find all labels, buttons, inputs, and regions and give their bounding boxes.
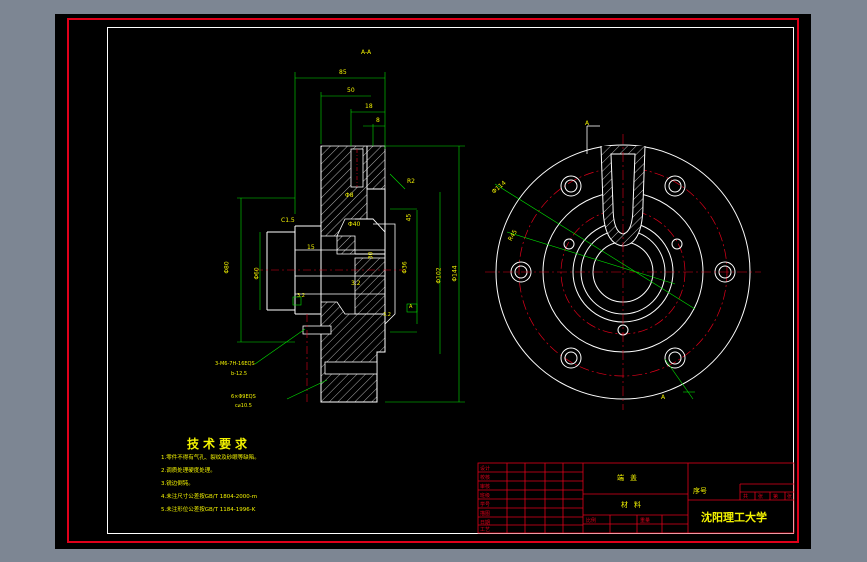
thread-note-4: c⌀10.5 bbox=[235, 403, 252, 409]
section-label: A-A bbox=[361, 49, 372, 56]
thread-note-1: 3-M6-7H-16EQS bbox=[215, 361, 255, 367]
tech-note-line: 1.零件不得有气孔、裂纹及砂眼等缺陷。 bbox=[161, 455, 260, 461]
seq-label: 序号 bbox=[693, 487, 707, 495]
tb-row-label: 工艺 bbox=[480, 527, 491, 533]
cad-drawing bbox=[237, 72, 795, 534]
tb-cell: 比例 bbox=[586, 518, 597, 524]
front-view bbox=[485, 125, 761, 410]
dim-phi36: Φ36 bbox=[401, 261, 409, 274]
tb-row-label: 学号 bbox=[480, 502, 491, 508]
tb-cell: 张 bbox=[758, 494, 764, 500]
tech-note-line: 5.未注形位公差按GB/T 1184-1996-K bbox=[161, 507, 256, 513]
title-block bbox=[477, 462, 795, 534]
dim-phi40: Φ40 bbox=[348, 221, 361, 228]
part-name: 端盖 bbox=[617, 474, 643, 482]
dim-c1: C1.5 bbox=[281, 217, 295, 224]
view-label-a2: A bbox=[661, 394, 666, 401]
tech-notes-title: 技术要求 bbox=[187, 437, 252, 451]
tb-cell: 第 bbox=[773, 494, 779, 500]
dim-phi60: Φ60 bbox=[253, 267, 261, 280]
tb-cell: 重量 bbox=[640, 518, 651, 524]
dim-85: 85 bbox=[339, 69, 347, 76]
dim-3-2: 3.2 bbox=[351, 280, 361, 287]
view-label-a: A bbox=[585, 120, 590, 127]
dim-30: 30 bbox=[367, 251, 375, 260]
university-name: 沈阳理工大学 bbox=[701, 511, 767, 524]
dim-r2: R2 bbox=[407, 178, 415, 185]
inner-border bbox=[107, 27, 794, 534]
tb-cell: 共 bbox=[743, 494, 749, 500]
tech-note-line: 2.调质处理硬度处理。 bbox=[161, 468, 216, 474]
datum-label: A bbox=[409, 304, 413, 310]
tb-cell: 张 bbox=[787, 494, 793, 500]
section-view bbox=[255, 145, 405, 404]
tech-notes: 技术要求 1.零件不得有气孔、裂纹及砂眼等缺陷。 2.调质处理硬度处理。 3.锐… bbox=[161, 435, 260, 517]
dim-phi8: Φ8 bbox=[345, 192, 354, 199]
dim-left-phi: Φ80 bbox=[223, 261, 231, 274]
tb-row-label: 设计 bbox=[480, 466, 491, 472]
tb-row-label: 审核 bbox=[480, 484, 491, 490]
tb-row-label: 班级 bbox=[480, 493, 491, 499]
tb-row-label: 日期 bbox=[480, 520, 491, 526]
dim-18: 18 bbox=[365, 103, 373, 110]
tech-note-line: 4.未注尺寸公差按GB/T 1804-2000-m bbox=[161, 494, 258, 500]
drawing-canvas[interactable]: A-A A A 85 50 18 8 R2 C1.5 Φ8 Φ40 45 15 … bbox=[55, 14, 811, 549]
dim-50: 50 bbox=[347, 87, 355, 94]
roughness-2: 3.2 bbox=[383, 312, 391, 318]
tech-note-line: 3.锐边倒钝。 bbox=[161, 481, 194, 487]
tb-row-label: 描图 bbox=[480, 511, 491, 517]
dim-45: 45 bbox=[405, 213, 413, 222]
tb-row-label: 校核 bbox=[480, 475, 491, 481]
dim-phi102: Φ102 bbox=[435, 267, 443, 284]
thread-note-3: 6×Φ9EQS bbox=[231, 394, 256, 400]
outer-border bbox=[67, 18, 799, 543]
dim-8: 8 bbox=[376, 117, 380, 124]
material-label: 材料 bbox=[621, 501, 647, 509]
thread-note-2: b-12.5 bbox=[231, 371, 248, 377]
section-dimensions bbox=[237, 72, 465, 403]
roughness-1: 3.2 bbox=[297, 293, 305, 299]
dim-15: 15 bbox=[307, 244, 315, 251]
dim-phi144: Φ144 bbox=[451, 265, 459, 282]
